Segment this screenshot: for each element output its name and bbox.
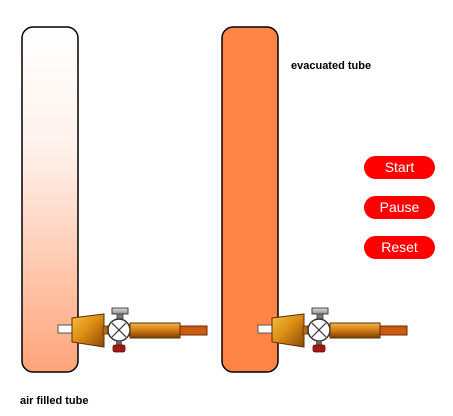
evacuated-tube xyxy=(221,26,279,373)
stopcock-valve-icon[interactable] xyxy=(257,307,408,353)
start-button[interactable]: Start xyxy=(364,156,435,179)
pause-button[interactable]: Pause xyxy=(364,196,435,219)
reset-button[interactable]: Reset xyxy=(364,236,435,259)
air-tube-label: air filled tube xyxy=(20,395,89,407)
evacuated-tube-label: evacuated tube xyxy=(291,60,372,72)
stopcock-valve-icon[interactable] xyxy=(57,307,208,353)
air-filled-tube xyxy=(21,26,79,373)
